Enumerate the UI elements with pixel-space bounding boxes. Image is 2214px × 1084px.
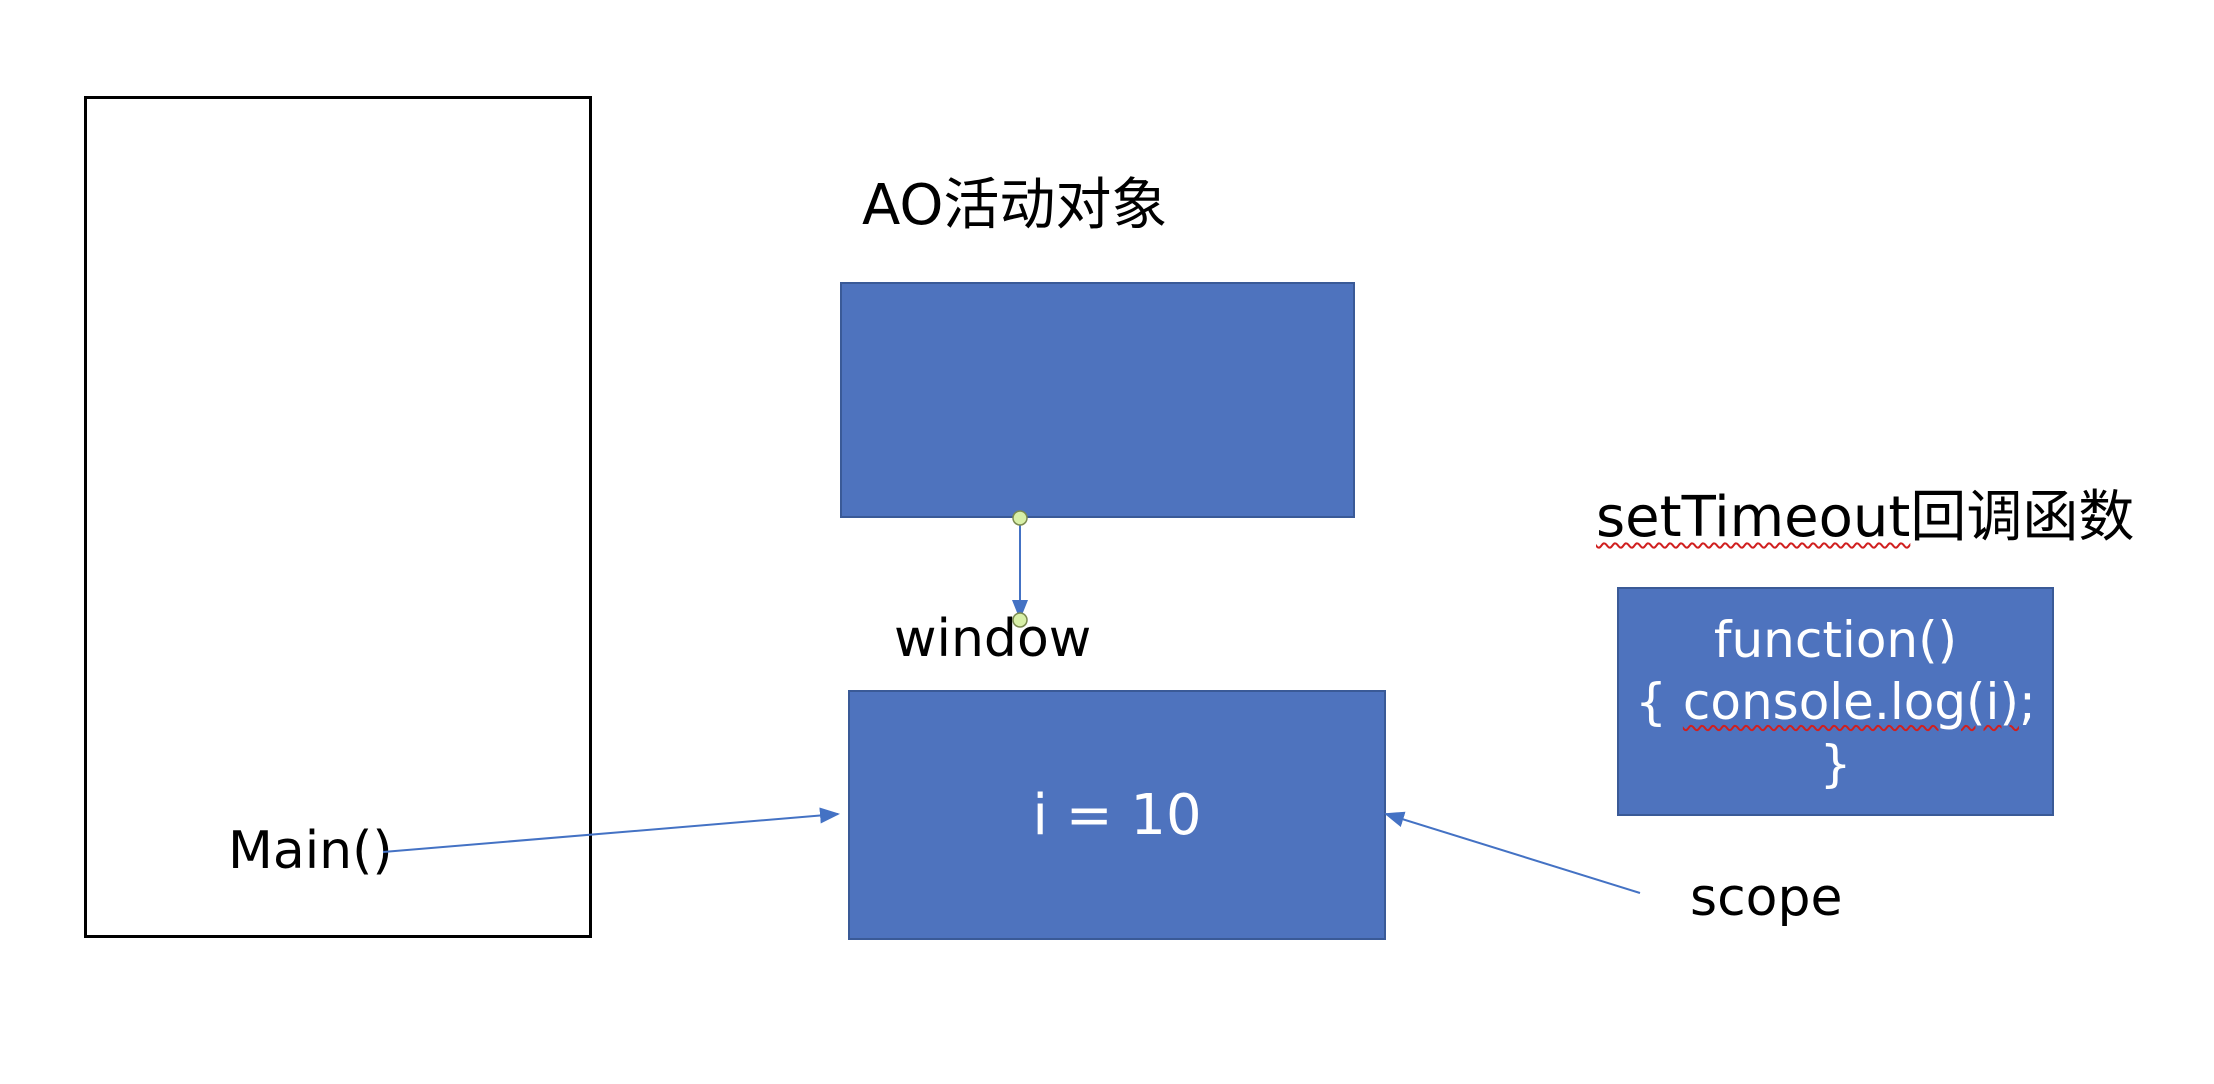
call-stack-frame (84, 96, 592, 938)
callback-function-box: function() { console.log(i); } (1617, 587, 2054, 816)
window-variable-text: i = 10 (1032, 782, 1202, 848)
callback-line-1: function() (1713, 610, 1958, 669)
scope-to-window-arrow (1384, 811, 1641, 894)
window-scope-box: i = 10 (848, 690, 1386, 940)
scope-label: scope (1690, 868, 1843, 928)
console-log-text: console.log(i) (1682, 672, 2019, 731)
main-function-label: Main() (228, 821, 393, 881)
callback-text: 回调函数 (1910, 485, 2135, 550)
window-label: window (894, 609, 1092, 669)
settimeout-callback-label: setTimeout回调函数 (1596, 490, 2134, 546)
ao-activation-object-box (840, 282, 1355, 518)
ao-activation-object-label: AO活动对象 (862, 173, 1168, 238)
settimeout-text: setTimeout (1596, 485, 1911, 550)
callback-line-2: { console.log(i); (1635, 672, 2036, 731)
callback-line-3: } (1819, 734, 1852, 793)
